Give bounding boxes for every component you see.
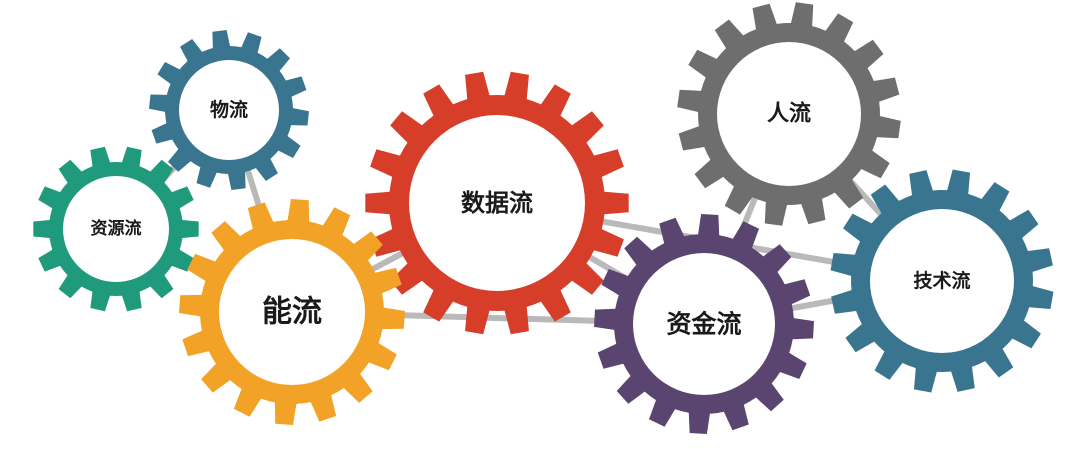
- gear-label-ren: 人流: [767, 101, 811, 127]
- gear-wuliu: 物流: [149, 30, 309, 190]
- gear-ren: 人流: [677, 2, 901, 226]
- gear-hub: [717, 42, 861, 186]
- gear-label-neng: 能流: [262, 295, 322, 330]
- gear-label-ziyuan: 资源流: [91, 218, 142, 239]
- gear-label-jishu: 技术流: [913, 269, 970, 292]
- gear-hub: [179, 60, 279, 160]
- gear-hub: [63, 176, 169, 282]
- gear-hub: [219, 239, 365, 385]
- gear-hub: [409, 115, 585, 291]
- gear-neng: 能流: [179, 199, 405, 425]
- gear-zijin: 资金流: [594, 214, 814, 434]
- gear-hub: [633, 253, 775, 395]
- gear-hub: [870, 209, 1014, 353]
- gear-shuju: 数据流: [365, 71, 629, 335]
- gears: 物流 资源流 技术流 人流 数据流 能流: [33, 2, 1054, 434]
- gear-label-wuliu: 物流: [210, 98, 248, 121]
- gear-label-shuju: 数据流: [461, 189, 533, 217]
- gear-label-zijin: 资金流: [666, 310, 741, 339]
- gear-ziyuan: 资源流: [33, 146, 199, 312]
- gear-jishu: 技术流: [830, 169, 1054, 393]
